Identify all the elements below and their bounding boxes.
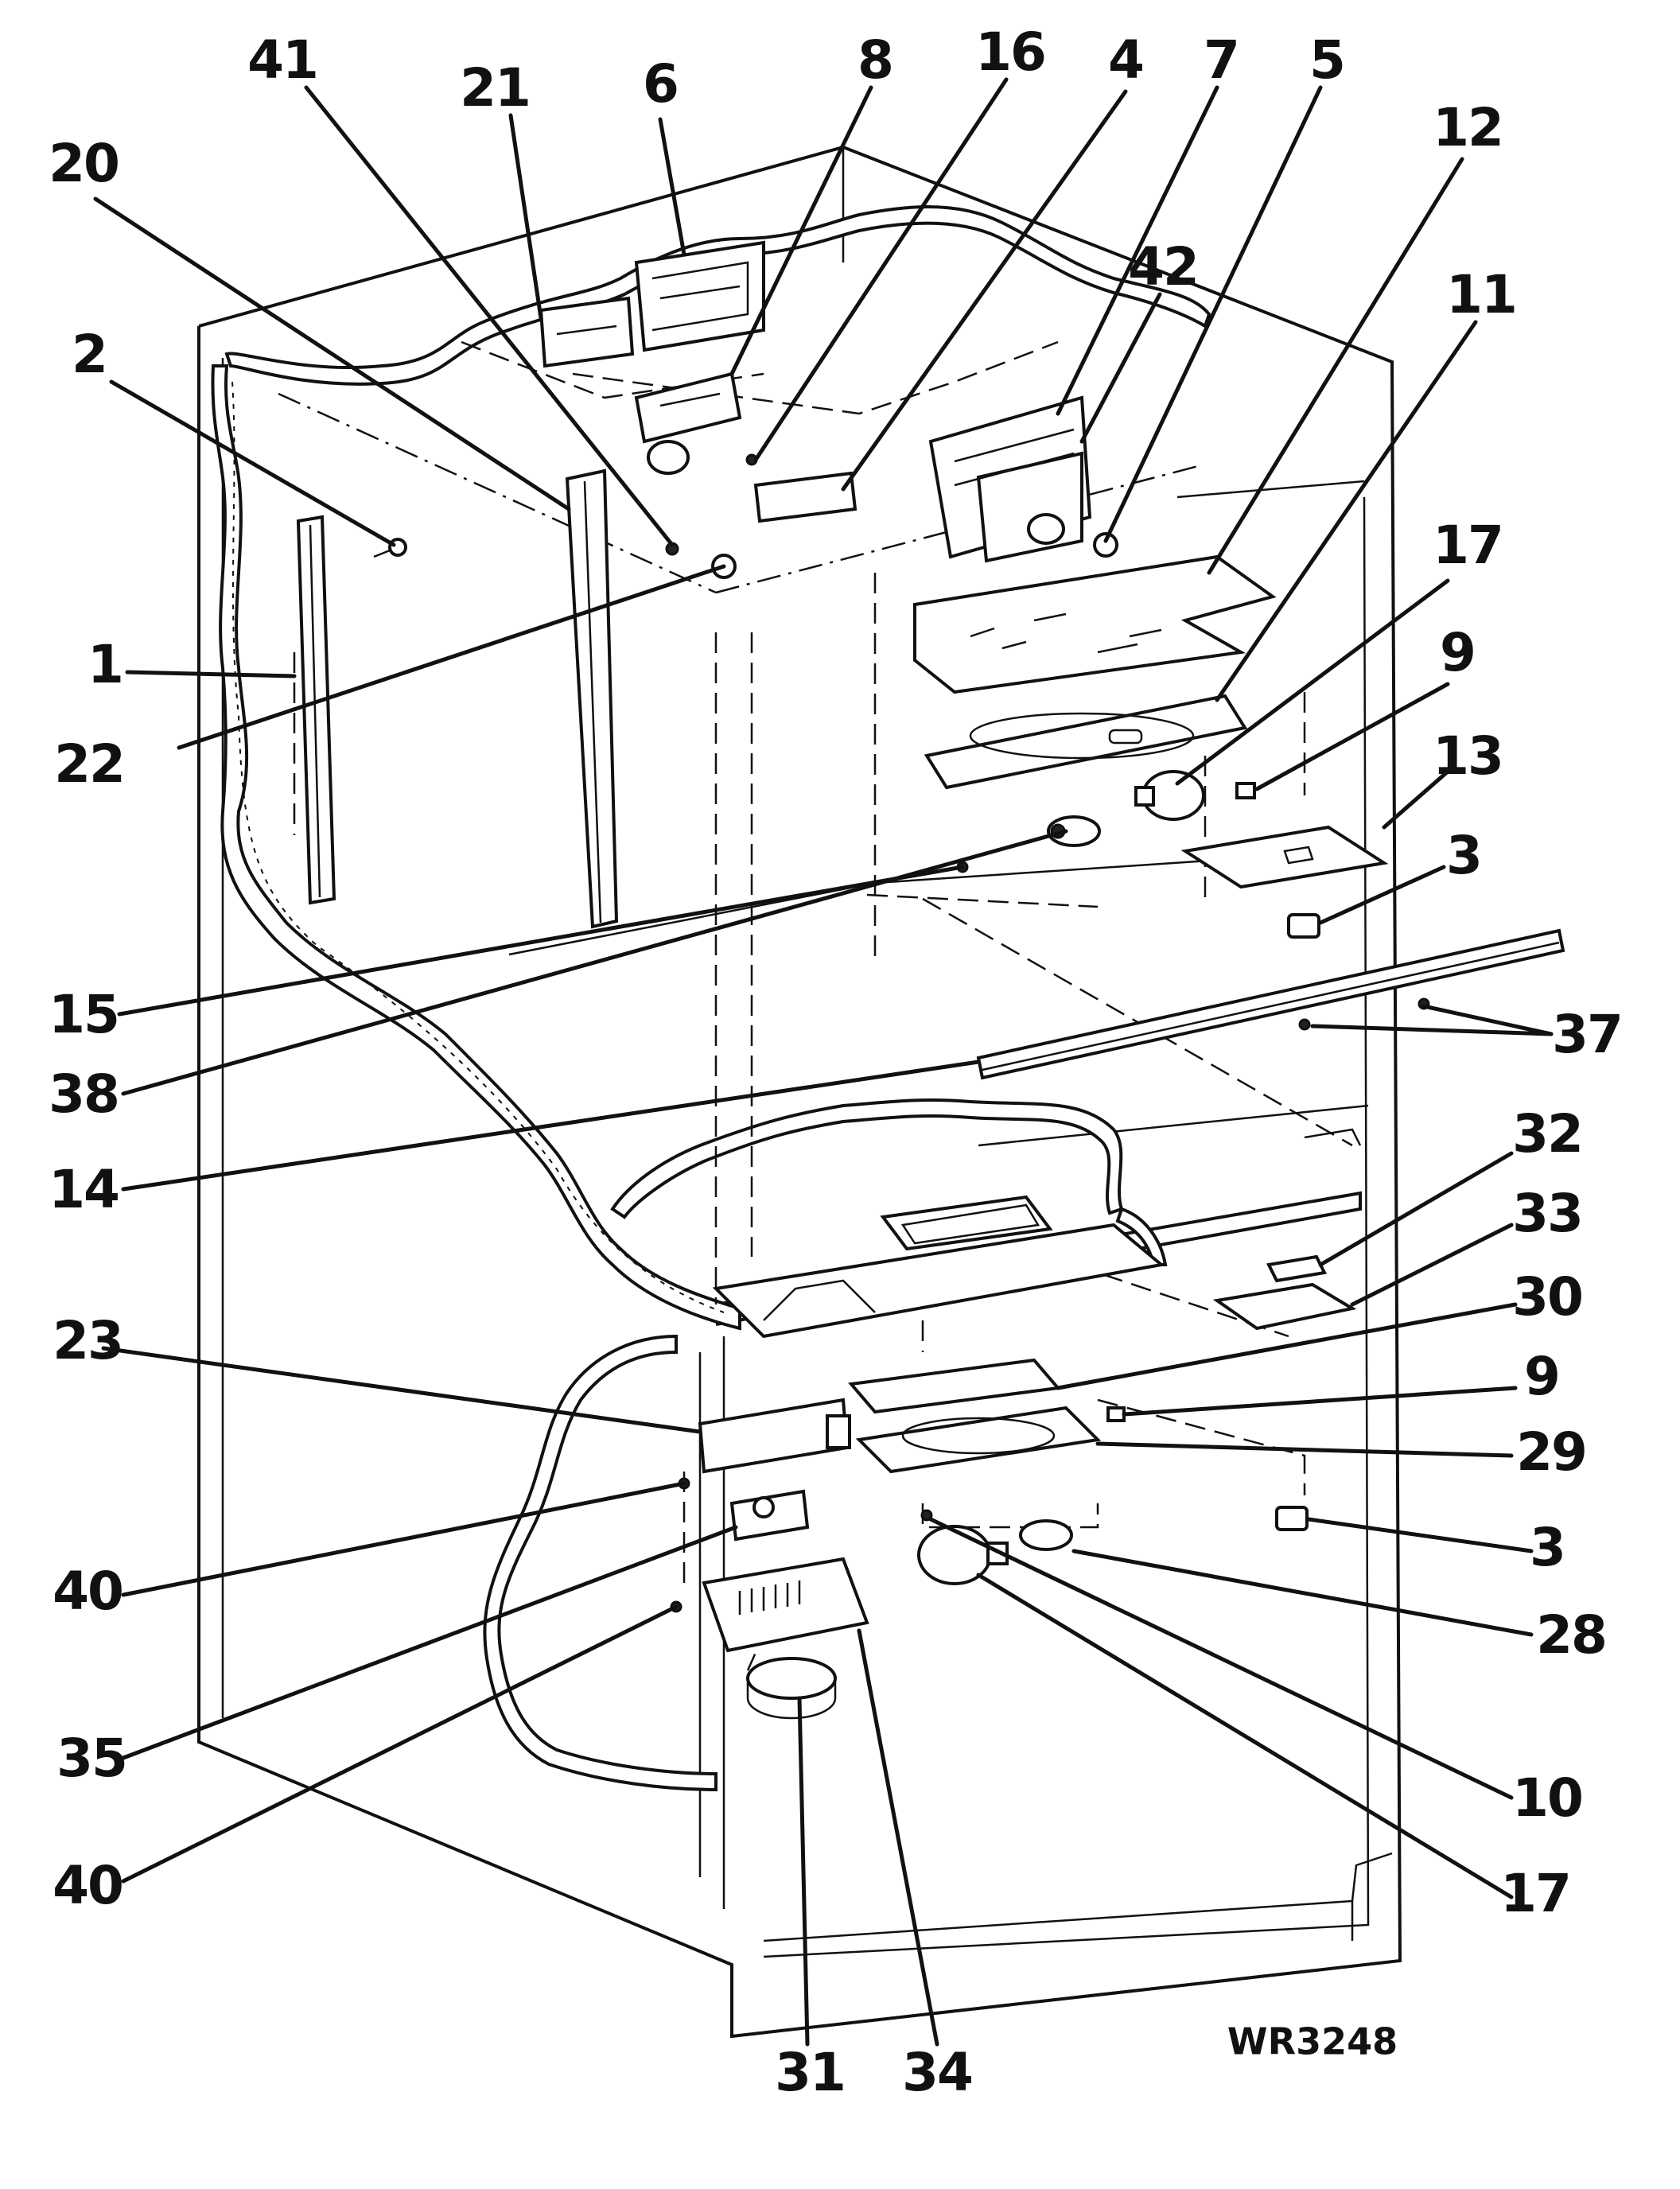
part-8-control <box>634 371 742 475</box>
drawing-id: WR3248 <box>1227 2020 1398 2063</box>
freezer-tray <box>712 1195 1165 1339</box>
callout-35: 35 <box>56 1728 126 1789</box>
part-9-clip-upper <box>1235 782 1256 799</box>
part-28-socket <box>1019 1519 1073 1551</box>
insulation-cutaway <box>211 205 1211 1792</box>
callout-29: 29 <box>1516 1421 1586 1483</box>
part-21-plate <box>539 296 635 368</box>
leader-lines <box>93 77 1554 2047</box>
part-11-plate <box>924 694 1248 790</box>
callout-8: 8 <box>858 29 892 91</box>
assembly-lines <box>278 340 1353 1671</box>
callout-14: 14 <box>49 1159 119 1220</box>
callout-30: 30 <box>1512 1266 1582 1328</box>
part-14-rail <box>976 928 1565 1080</box>
callout-40a: 40 <box>52 1561 122 1622</box>
part-37-screw-a <box>1298 1018 1311 1031</box>
callout-11: 11 <box>1446 264 1516 325</box>
part-10-screw <box>920 1509 933 1522</box>
callout-32: 32 <box>1512 1103 1582 1164</box>
callout-labels: 41 21 6 8 16 4 7 5 12 20 42 11 2 17 9 1 … <box>49 21 1624 2103</box>
callout-23: 23 <box>52 1310 122 1371</box>
callout-42: 42 <box>1128 236 1198 297</box>
part-30-gasket <box>848 1358 1061 1414</box>
part-29-shield <box>855 1406 1102 1474</box>
callout-31: 31 <box>775 2042 845 2103</box>
part-34-cover <box>702 1557 869 1653</box>
callout-13: 13 <box>1433 725 1503 787</box>
part-1-channel <box>296 515 336 905</box>
callout-15: 15 <box>49 984 119 1045</box>
callout-37: 37 <box>1552 1004 1622 1065</box>
callout-17b: 17 <box>1500 1863 1570 1924</box>
part-12-shield <box>913 554 1277 694</box>
callout-9a: 9 <box>1440 622 1475 683</box>
part-17-bulb-upper <box>1134 770 1205 821</box>
callout-20: 20 <box>49 133 119 194</box>
callout-3b: 3 <box>1530 1517 1565 1578</box>
callout-9b: 9 <box>1524 1346 1559 1407</box>
callout-38: 38 <box>49 1063 119 1125</box>
part-6-housing <box>634 240 765 352</box>
part-20-channel <box>565 469 619 929</box>
part-13-plate <box>1180 825 1389 889</box>
callout-21: 21 <box>460 57 530 119</box>
callout-10: 10 <box>1512 1767 1582 1829</box>
part-35-thermostat <box>729 1489 810 1542</box>
part-31-knob <box>746 1657 837 1720</box>
callout-2: 2 <box>72 324 107 385</box>
callout-5: 5 <box>1309 29 1344 91</box>
callout-1: 1 <box>88 634 122 695</box>
part-4-bracket <box>753 471 858 523</box>
parts <box>296 240 1565 1720</box>
callout-41: 41 <box>247 29 317 91</box>
part-9-clip-lower <box>1106 1406 1126 1422</box>
part-38-socket <box>1047 815 1101 847</box>
part-7-cover <box>928 395 1092 563</box>
callout-16: 16 <box>975 21 1045 83</box>
callout-6: 6 <box>643 53 678 115</box>
part-33-plate <box>1212 1282 1357 1331</box>
part-3-switch-lower <box>1275 1506 1309 1531</box>
callout-17a: 17 <box>1433 515 1503 576</box>
callout-7: 7 <box>1204 29 1239 91</box>
callout-34: 34 <box>902 2042 972 2103</box>
part-5-knob <box>1093 532 1118 558</box>
callout-33: 33 <box>1512 1183 1582 1244</box>
callout-28: 28 <box>1536 1604 1606 1666</box>
part-23-bracket <box>698 1398 851 1474</box>
callout-22: 22 <box>54 733 124 795</box>
callout-12: 12 <box>1433 97 1503 158</box>
callout-3a: 3 <box>1446 825 1481 886</box>
callout-4: 4 <box>1108 29 1143 91</box>
part-3-switch-upper <box>1287 913 1320 939</box>
callout-40b: 40 <box>52 1855 122 1916</box>
part-32-gasket <box>1266 1254 1327 1283</box>
